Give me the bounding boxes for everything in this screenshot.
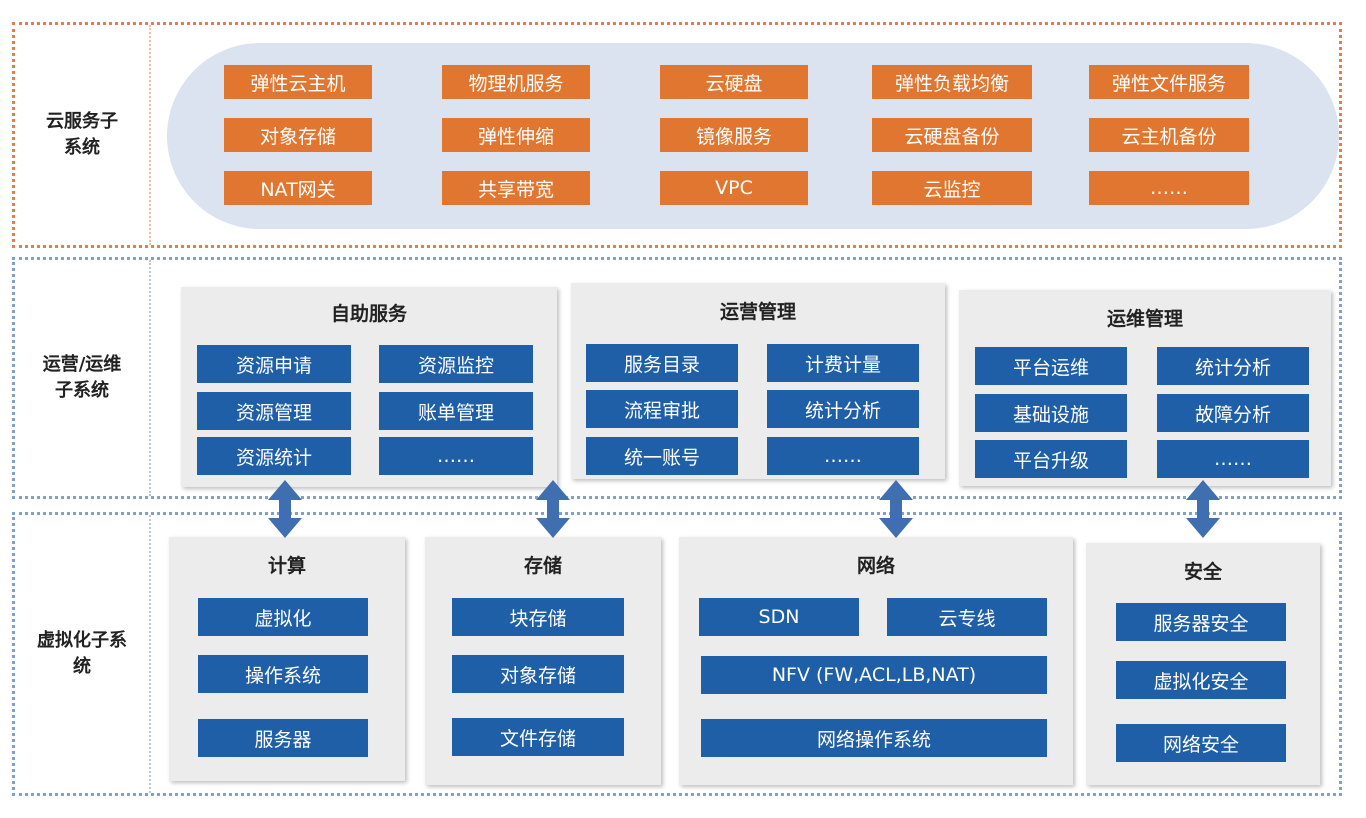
service-item: 弹性文件服务: [1089, 65, 1249, 99]
virt-item: 服务器: [198, 719, 368, 757]
section-label-text: 虚拟化子系 统: [37, 630, 127, 677]
panel-title: 运维管理: [1106, 308, 1183, 330]
double-arrow-icon: [268, 480, 302, 538]
virt-item: 块存储: [452, 598, 624, 636]
service-item: 云硬盘备份: [872, 118, 1032, 152]
panel-title: 计算: [267, 555, 306, 577]
virt-item: NFV (FW,ACL,LB,NAT): [701, 656, 1047, 694]
compute-panel: 计算 虚拟化 操作系统 服务器: [169, 537, 405, 781]
storage-panel: 存储 块存储 对象存储 文件存储: [425, 537, 661, 785]
virt-item: 网络安全: [1116, 724, 1286, 762]
service-item: VPC: [660, 171, 808, 205]
ops-section: 运营/运维 子系统 自助服务 资源申请 资源监控 资源管理 账单管理 资源统计 …: [12, 257, 1342, 499]
section-label-cloud-service: 云服务子 系统: [15, 25, 151, 245]
service-item: 云主机备份: [1089, 118, 1249, 152]
double-arrow-icon: [879, 480, 913, 538]
ops-item: 资源管理: [197, 392, 351, 430]
virt-item: SDN: [699, 598, 859, 636]
panel-title: 存储: [523, 555, 562, 577]
service-item: 物理机服务: [442, 65, 590, 99]
section-label-virtualization: 虚拟化子系 统: [15, 515, 151, 793]
ops-item: 统计分析: [1157, 347, 1309, 385]
service-item: 弹性云主机: [224, 65, 372, 99]
virt-item: 服务器安全: [1116, 603, 1286, 641]
panel-title: 自助服务: [330, 303, 407, 325]
service-item: 弹性负载均衡: [872, 65, 1032, 99]
service-item: 共享带宽: [442, 171, 590, 205]
ops-item: 计费计量: [767, 344, 919, 382]
double-arrow-icon: [536, 480, 570, 538]
panel-title: 运营管理: [719, 301, 796, 323]
ops-item: 流程审批: [586, 390, 738, 428]
ops-item: 统一账号: [586, 437, 738, 475]
security-panel: 安全 服务器安全 虚拟化安全 网络安全: [1086, 543, 1320, 785]
service-item: 云监控: [872, 171, 1032, 205]
operation-panel: 运营管理 服务目录 计费计量 流程审批 统计分析 统一账号 ……: [571, 283, 945, 479]
panel-title: 安全: [1183, 561, 1222, 583]
self-service-panel: 自助服务 资源申请 资源监控 资源管理 账单管理 资源统计 ……: [181, 287, 557, 487]
virt-item: 对象存储: [452, 655, 624, 693]
ops-item: 基础设施: [975, 394, 1127, 432]
ops-item: 平台运维: [975, 347, 1127, 385]
section-label-text: 云服务子 系统: [46, 111, 118, 158]
ops-item: 统计分析: [767, 390, 919, 428]
cloud-service-container: 弹性云主机 物理机服务 云硬盘 弹性负载均衡 弹性文件服务 对象存储 弹性伸缩 …: [167, 43, 1339, 229]
ops-item: 平台升级: [975, 440, 1127, 478]
virt-item: 虚拟化: [198, 598, 368, 636]
service-item: NAT网关: [224, 171, 372, 205]
ops-item: 账单管理: [379, 392, 533, 430]
section-label-ops: 运营/运维 子系统: [15, 260, 151, 496]
virt-item: 文件存储: [452, 718, 624, 756]
virtualization-section: 虚拟化子系 统 计算 虚拟化 操作系统 服务器 存储 块存储 对象存储 文件存储…: [12, 512, 1342, 796]
ops-item: ……: [767, 437, 919, 475]
service-item: 云硬盘: [660, 65, 808, 99]
ops-item: ……: [1157, 440, 1309, 478]
cloud-service-section: 云服务子 系统 弹性云主机 物理机服务 云硬盘 弹性负载均衡 弹性文件服务 对象…: [12, 22, 1342, 248]
ops-item: 资源监控: [379, 345, 533, 383]
ops-item: 故障分析: [1157, 394, 1309, 432]
service-item: 弹性伸缩: [442, 118, 590, 152]
virt-item: 虚拟化安全: [1116, 661, 1286, 699]
maintenance-panel: 运维管理 平台运维 统计分析 基础设施 故障分析 平台升级 ……: [959, 290, 1331, 486]
ops-item: 资源统计: [197, 437, 351, 475]
ops-item: 资源申请: [197, 345, 351, 383]
service-item: 对象存储: [224, 118, 372, 152]
virt-item: 网络操作系统: [701, 719, 1047, 757]
service-item: ……: [1089, 171, 1249, 205]
ops-item: 服务目录: [586, 344, 738, 382]
virt-item: 操作系统: [198, 655, 368, 693]
ops-item: ……: [379, 437, 533, 475]
section-label-text: 运营/运维 子系统: [42, 354, 122, 401]
virt-item: 云专线: [887, 598, 1047, 636]
panel-title: 网络: [856, 555, 895, 577]
network-panel: 网络 SDN 云专线 NFV (FW,ACL,LB,NAT) 网络操作系统: [679, 537, 1073, 785]
service-item: 镜像服务: [660, 118, 808, 152]
double-arrow-icon: [1186, 480, 1220, 538]
